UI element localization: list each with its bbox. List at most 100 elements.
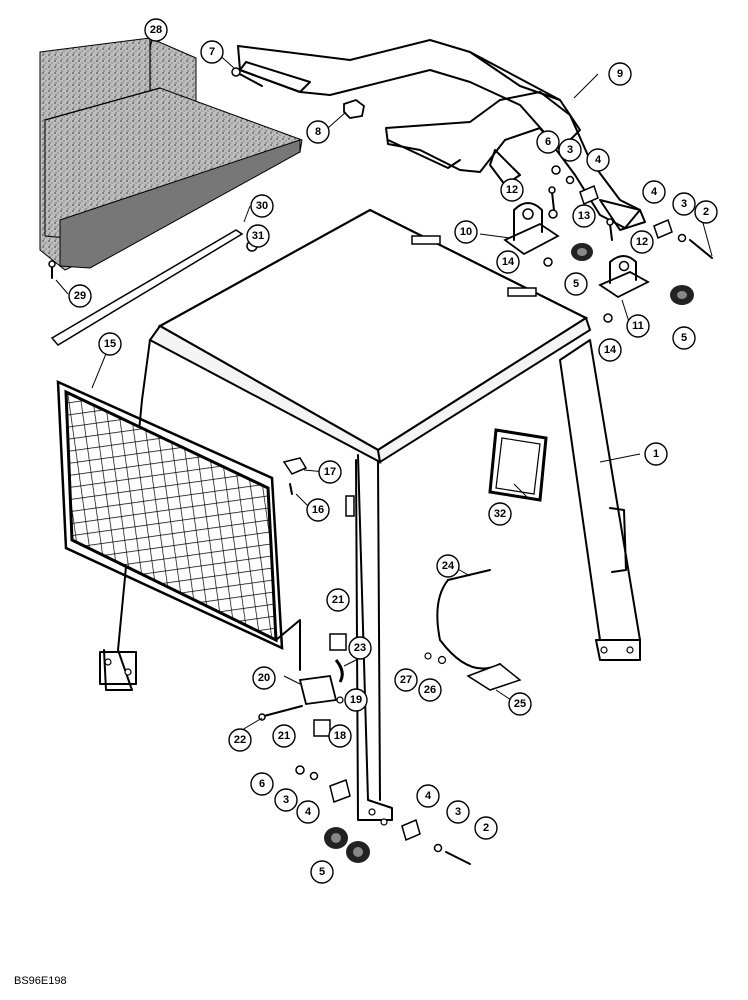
callout-number: 31	[252, 230, 264, 242]
callout-29: 29	[68, 284, 92, 308]
callout-30: 30	[250, 194, 274, 218]
callout-number: 19	[350, 694, 362, 706]
callout-26: 26	[418, 678, 442, 702]
callout-number: 2	[483, 822, 489, 834]
nut-8-part	[343, 98, 365, 119]
callout-12: 12	[630, 230, 654, 254]
callout-18: 18	[328, 724, 352, 748]
callout-number: 4	[425, 790, 432, 802]
bracket-20-part	[258, 633, 347, 737]
callout-number: 9	[617, 68, 623, 80]
callout-4: 4	[586, 148, 610, 172]
callout-15: 15	[98, 332, 122, 356]
callout-number: 25	[514, 698, 526, 710]
callout-number: 5	[573, 278, 579, 290]
callout-16: 16	[306, 498, 330, 522]
callout-number: 2	[703, 206, 709, 218]
callout-number: 5	[319, 866, 325, 878]
callout-4: 4	[296, 800, 320, 824]
callout-number: 6	[259, 778, 265, 790]
callout-number: 20	[258, 672, 270, 684]
callout-number: 1	[653, 448, 659, 460]
callout-number: 17	[324, 466, 336, 478]
callout-number: 7	[209, 46, 215, 58]
callout-3: 3	[446, 800, 470, 824]
callout-4: 4	[642, 180, 666, 204]
callout-4: 4	[416, 784, 440, 808]
callout-number: 3	[681, 198, 687, 210]
callout-number: 4	[305, 806, 312, 818]
callout-number: 12	[506, 184, 518, 196]
callout-9: 9	[608, 62, 632, 86]
callout-7: 7	[200, 40, 224, 64]
callout-number: 4	[651, 186, 658, 198]
callout-5: 5	[564, 272, 588, 296]
callout-number: 26	[424, 684, 436, 696]
callout-number: 6	[545, 136, 551, 148]
callout-13: 13	[572, 204, 596, 228]
bracket-17-part	[282, 457, 308, 495]
window-32-part	[488, 428, 548, 502]
callout-labels: 1234555634789101112121314141516171819202…	[68, 18, 718, 884]
callout-number: 3	[283, 794, 289, 806]
callout-number: 24	[442, 560, 455, 572]
isolator-5-part	[324, 243, 694, 863]
callout-31: 31	[246, 224, 270, 248]
mount-10-part	[503, 202, 560, 256]
callout-11: 11	[626, 314, 650, 338]
callout-number: 22	[234, 734, 246, 746]
callout-number: 21	[278, 730, 290, 742]
callout-3: 3	[672, 192, 696, 216]
callout-5: 5	[672, 326, 696, 350]
grab-handle-part	[424, 569, 522, 691]
callout-number: 13	[578, 210, 590, 222]
callout-number: 14	[502, 256, 515, 268]
callout-21: 21	[272, 724, 296, 748]
callout-23: 23	[348, 636, 372, 660]
callout-8: 8	[306, 120, 330, 144]
callout-20: 20	[252, 666, 276, 690]
callout-number: 29	[74, 290, 86, 302]
callout-number: 14	[604, 344, 617, 356]
callout-6: 6	[536, 130, 560, 154]
callout-2: 2	[474, 816, 498, 840]
callout-19: 19	[344, 688, 368, 712]
callout-number: 32	[494, 508, 506, 520]
lower-hardware	[295, 765, 471, 865]
callout-number: 16	[312, 504, 324, 516]
bolt-7-part	[231, 67, 263, 87]
mount-11-part	[598, 255, 650, 299]
callout-number: 11	[632, 320, 644, 332]
callout-22: 22	[228, 728, 252, 752]
drawing-code: BS96E198	[14, 975, 67, 987]
callout-number: 5	[681, 332, 687, 344]
hardware-studs	[543, 165, 713, 323]
callout-32: 32	[488, 502, 512, 526]
callout-number: 10	[460, 226, 472, 238]
callout-14: 14	[496, 250, 520, 274]
callout-28: 28	[144, 18, 168, 42]
callout-27: 27	[394, 668, 418, 692]
callout-24: 24	[436, 554, 460, 578]
callout-number: 15	[104, 338, 116, 350]
screw-29-part	[48, 260, 56, 279]
callout-number: 27	[400, 674, 412, 686]
callout-12: 12	[500, 178, 524, 202]
callout-number: 28	[150, 24, 162, 36]
callout-6: 6	[250, 772, 274, 796]
callout-number: 23	[354, 642, 366, 654]
callout-25: 25	[508, 692, 532, 716]
callout-17: 17	[318, 460, 342, 484]
callout-10: 10	[454, 220, 478, 244]
callout-5: 5	[310, 860, 334, 884]
callout-21: 21	[326, 588, 350, 612]
callout-number: 3	[567, 144, 573, 156]
canopy-frame-part	[99, 208, 641, 826]
callout-number: 3	[455, 806, 461, 818]
callout-1: 1	[644, 442, 668, 466]
callout-14: 14	[598, 338, 622, 362]
callout-number: 4	[595, 154, 602, 166]
callout-3: 3	[274, 788, 298, 812]
callout-2: 2	[694, 200, 718, 224]
